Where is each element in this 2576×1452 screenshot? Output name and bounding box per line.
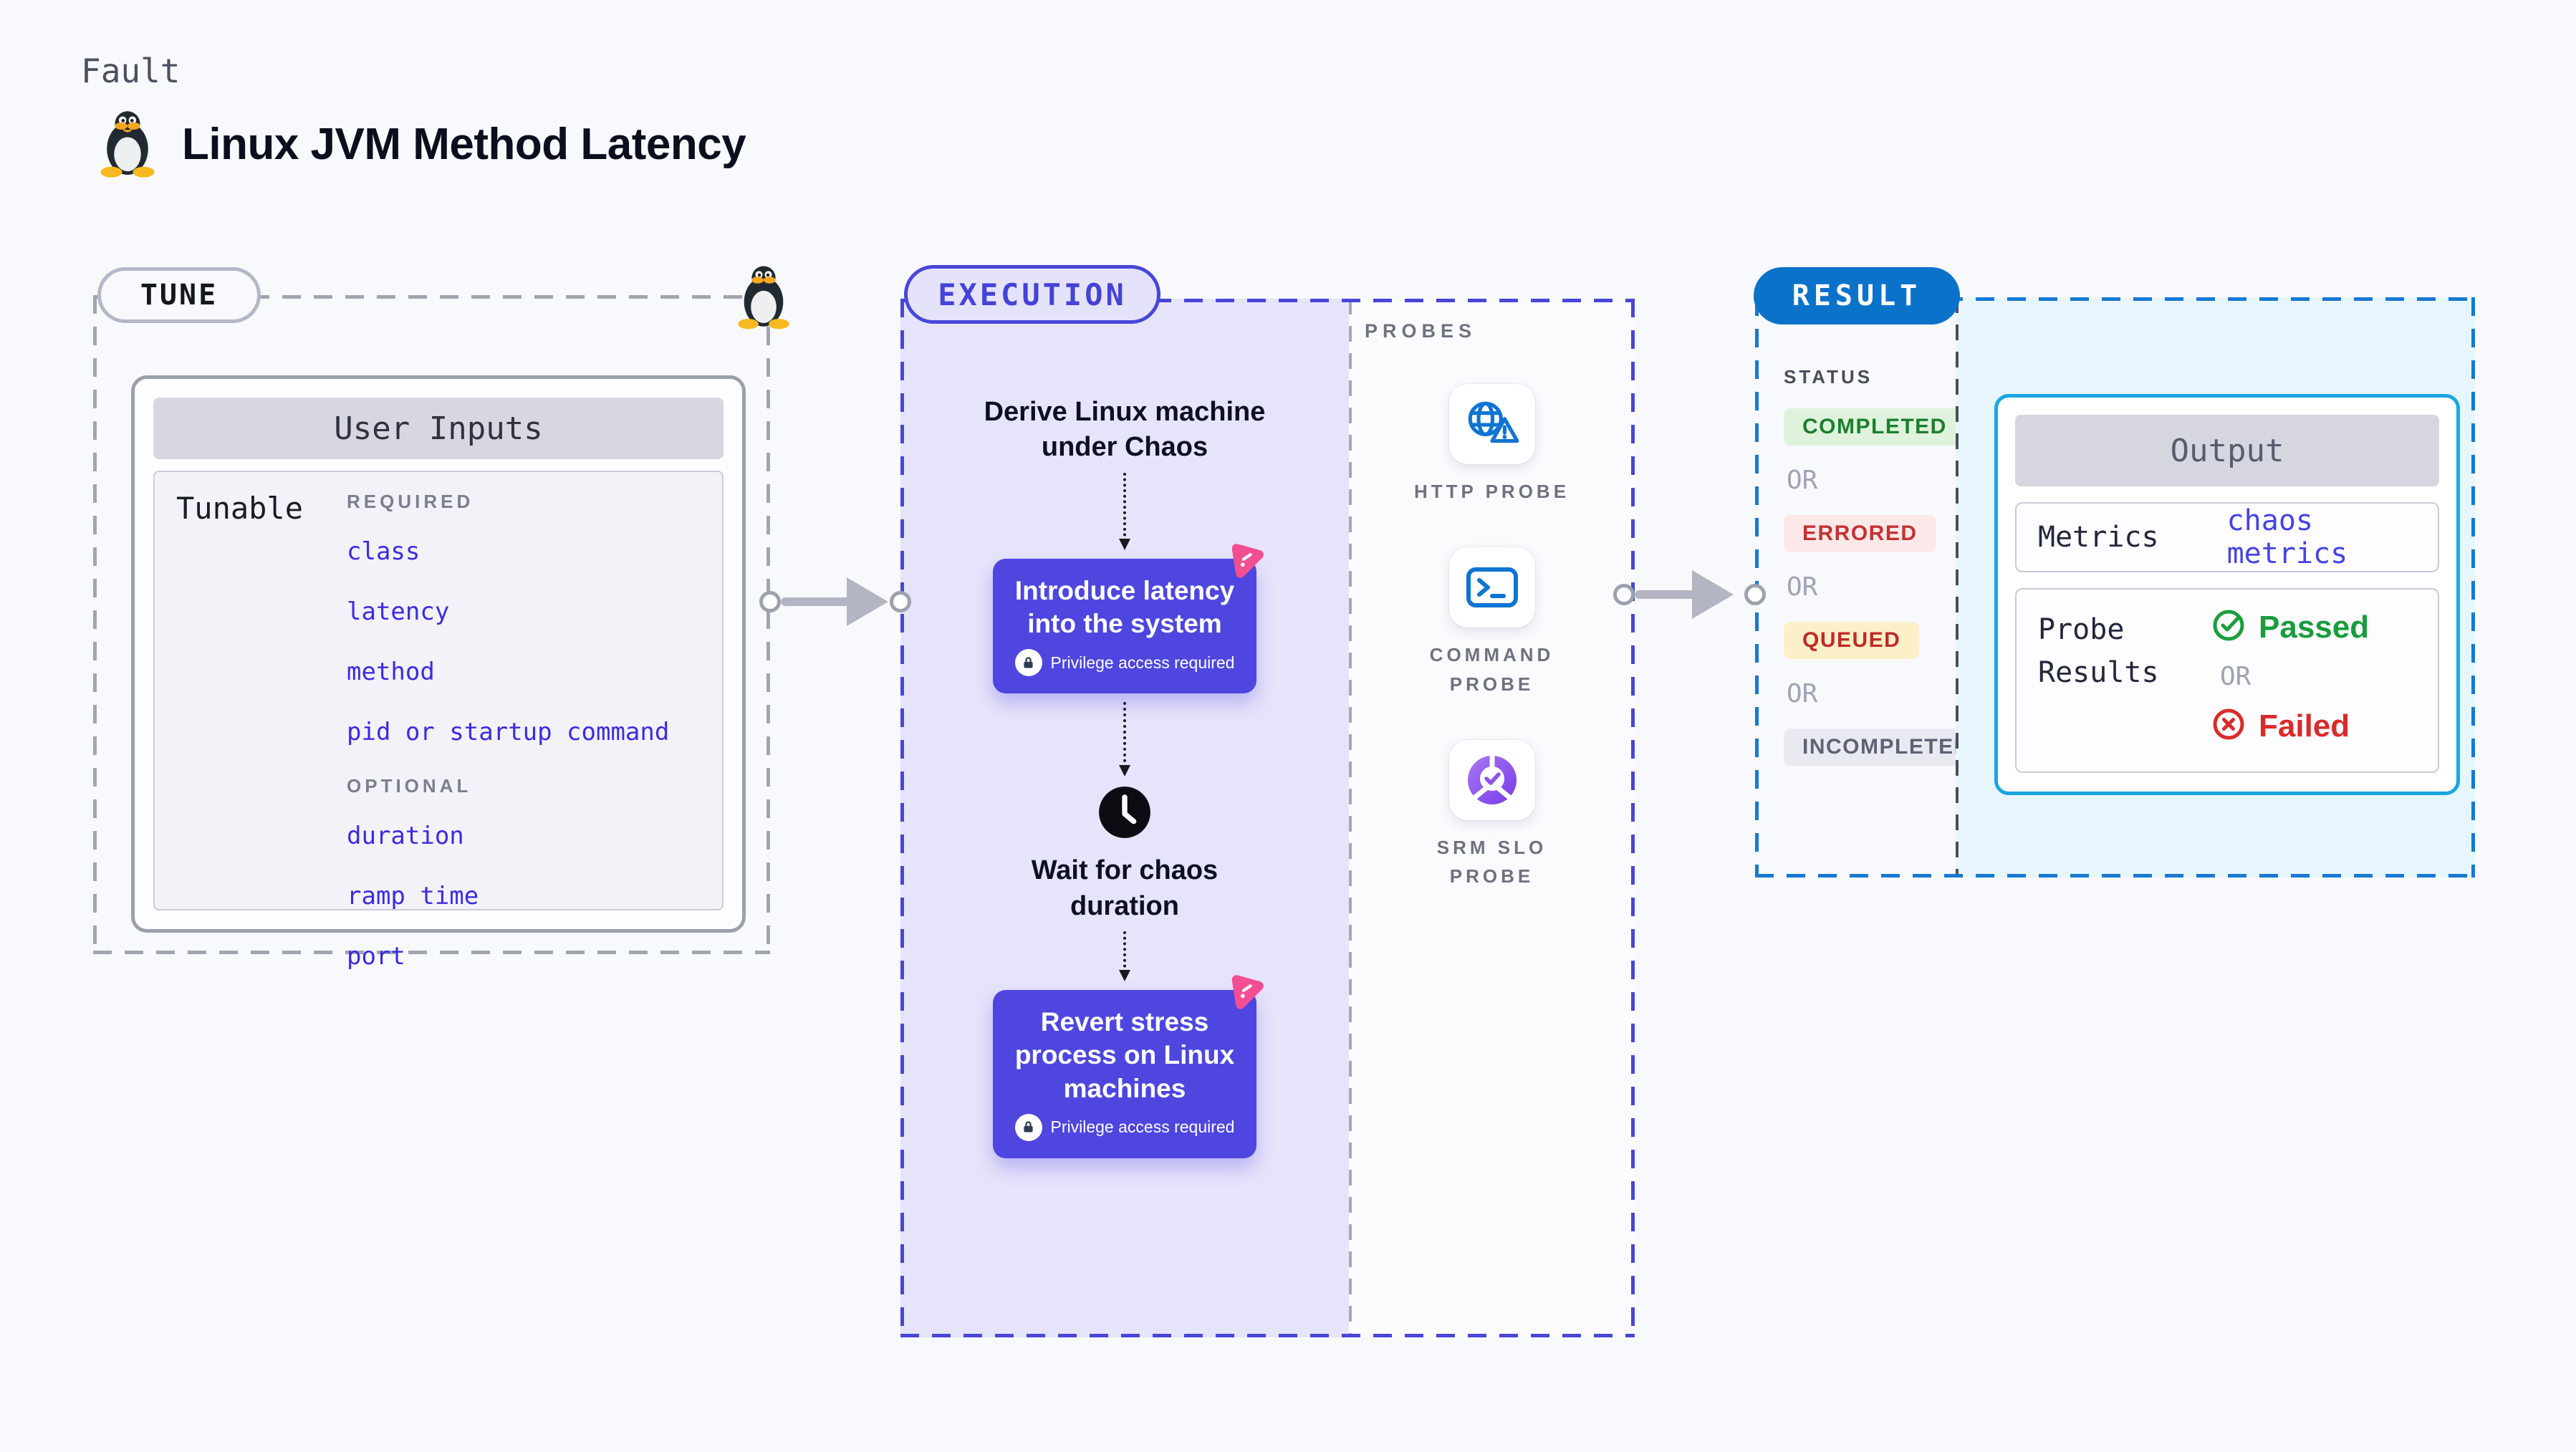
chaos-hub-icon <box>1225 542 1265 582</box>
status-badge-errored: ERRORED <box>1784 515 1936 552</box>
privilege-note: Privilege access required <box>1014 1113 1234 1141</box>
check-circle-icon <box>2211 608 2246 646</box>
introduce-latency-step[interactable]: Introduce latency into the system Privil… <box>993 544 1264 694</box>
status-badge-completed: COMPLETED <box>1784 408 1966 446</box>
fault-kicker: Fault <box>81 52 181 90</box>
optional-group-label: OPTIONAL <box>347 775 472 797</box>
flow-connector-arrow <box>1119 931 1130 982</box>
probe-command[interactable]: COMMAND PROBE <box>1414 547 1570 698</box>
probe-name: SRM SLO PROBE <box>1436 836 1547 888</box>
output-card: Output Metrics chaos metrics Probe Resul… <box>1994 394 2460 795</box>
execution-section: Derive Linux machine under Chaos Introdu… <box>900 299 1635 1337</box>
slo-donut-icon <box>1448 739 1535 820</box>
failed-label: Failed <box>2259 708 2350 744</box>
metrics-label: Metrics <box>2038 521 2159 554</box>
user-inputs-card: User Inputs Tunable REQUIRED class laten… <box>131 375 746 971</box>
probes-divider <box>1349 299 1352 1337</box>
tunable-inputs-list: REQUIRED class latency method pid or sta… <box>347 491 670 971</box>
globe-alert-icon <box>1448 384 1535 464</box>
or-separator: OR <box>1787 466 1818 495</box>
tux-penguin-icon <box>99 107 156 181</box>
revert-stress-step[interactable]: Revert stress process on Linux machines … <box>993 975 1264 1158</box>
chaos-hub-icon <box>1225 973 1265 1013</box>
input-link-method[interactable]: method <box>347 658 435 686</box>
input-link-port[interactable]: port <box>347 942 405 971</box>
input-link-class[interactable]: class <box>347 537 420 566</box>
probe-results-values: Passed OR Failed <box>2211 608 2369 753</box>
lock-icon <box>1014 649 1042 677</box>
introduce-latency-label: Introduce latency into the system <box>1014 575 1235 639</box>
tunable-panel: Tunable REQUIRED class latency method pi… <box>153 471 724 971</box>
terminal-icon <box>1448 547 1535 628</box>
input-link-ramp-time[interactable]: ramp time <box>347 882 479 910</box>
x-circle-icon <box>2211 707 2246 745</box>
derive-step-title: Derive Linux machine under Chaos <box>984 397 1266 463</box>
probe-results-label: Probe Results <box>2038 613 2159 689</box>
probes-panel-label: PROBES <box>1365 320 1477 342</box>
title-row: Linux JVM Method Latency <box>99 107 746 181</box>
or-separator: OR <box>1787 572 1818 602</box>
privilege-note: Privilege access required <box>1014 649 1234 677</box>
probe-srm-slo[interactable]: SRM SLO PROBE <box>1414 739 1570 891</box>
probe-name: COMMAND PROBE <box>1429 644 1554 695</box>
input-link-pid-or-startup-command[interactable]: pid or startup command <box>347 718 670 746</box>
page-title: Linux JVM Method Latency <box>182 120 746 169</box>
status-label: STATUS <box>1784 366 1873 388</box>
chaos-metrics-link[interactable]: chaos metrics <box>2226 504 2348 570</box>
probe-results-row: Probe Results Passed OR <box>2015 588 2439 773</box>
flow-connector-arrow <box>1119 702 1130 777</box>
execution-badge: EXECUTION <box>904 265 1160 324</box>
probes-panel: PROBES HTTP PROBE <box>1349 299 1635 1337</box>
tux-penguin-corner-icon <box>736 262 791 333</box>
probe-name: HTTP PROBE <box>1413 481 1570 502</box>
input-link-duration[interactable]: duration <box>347 822 464 850</box>
tune-badge: TUNE <box>97 267 261 323</box>
status-column: STATUS COMPLETED OR ERRORED OR QUEUED OR… <box>1755 297 1989 878</box>
execution-flow-column: Derive Linux machine under Chaos Introdu… <box>900 299 1349 1337</box>
tunable-row-label: Tunable <box>176 491 304 526</box>
passed-label: Passed <box>2259 609 2370 645</box>
user-inputs-header: User Inputs <box>153 398 724 459</box>
or-separator: OR <box>1787 679 1818 708</box>
status-badge-incompleted: INCOMPLETED <box>1784 729 1989 766</box>
result-badge: RESULT <box>1754 267 1960 324</box>
clock-icon <box>1097 785 1152 843</box>
output-header: Output <box>2015 415 2439 486</box>
probe-http[interactable]: HTTP PROBE <box>1414 384 1570 506</box>
flow-connector-arrow <box>1119 472 1130 550</box>
input-link-latency[interactable]: latency <box>347 597 450 626</box>
status-badge-queued: QUEUED <box>1784 622 1920 659</box>
revert-stress-label: Revert stress process on Linux machines <box>1014 1007 1235 1103</box>
or-separator: OR <box>2220 662 2251 691</box>
result-divider <box>1956 297 1959 878</box>
wait-step: Wait for chaos duration <box>1032 785 1218 924</box>
failed-line: Failed <box>2211 707 2369 745</box>
passed-line: Passed <box>2211 608 2369 646</box>
metrics-row: Metrics chaos metrics <box>2015 502 2439 572</box>
required-group-label: REQUIRED <box>347 491 474 512</box>
wait-step-title: Wait for chaos duration <box>1031 855 1219 921</box>
lock-icon <box>1014 1113 1042 1141</box>
